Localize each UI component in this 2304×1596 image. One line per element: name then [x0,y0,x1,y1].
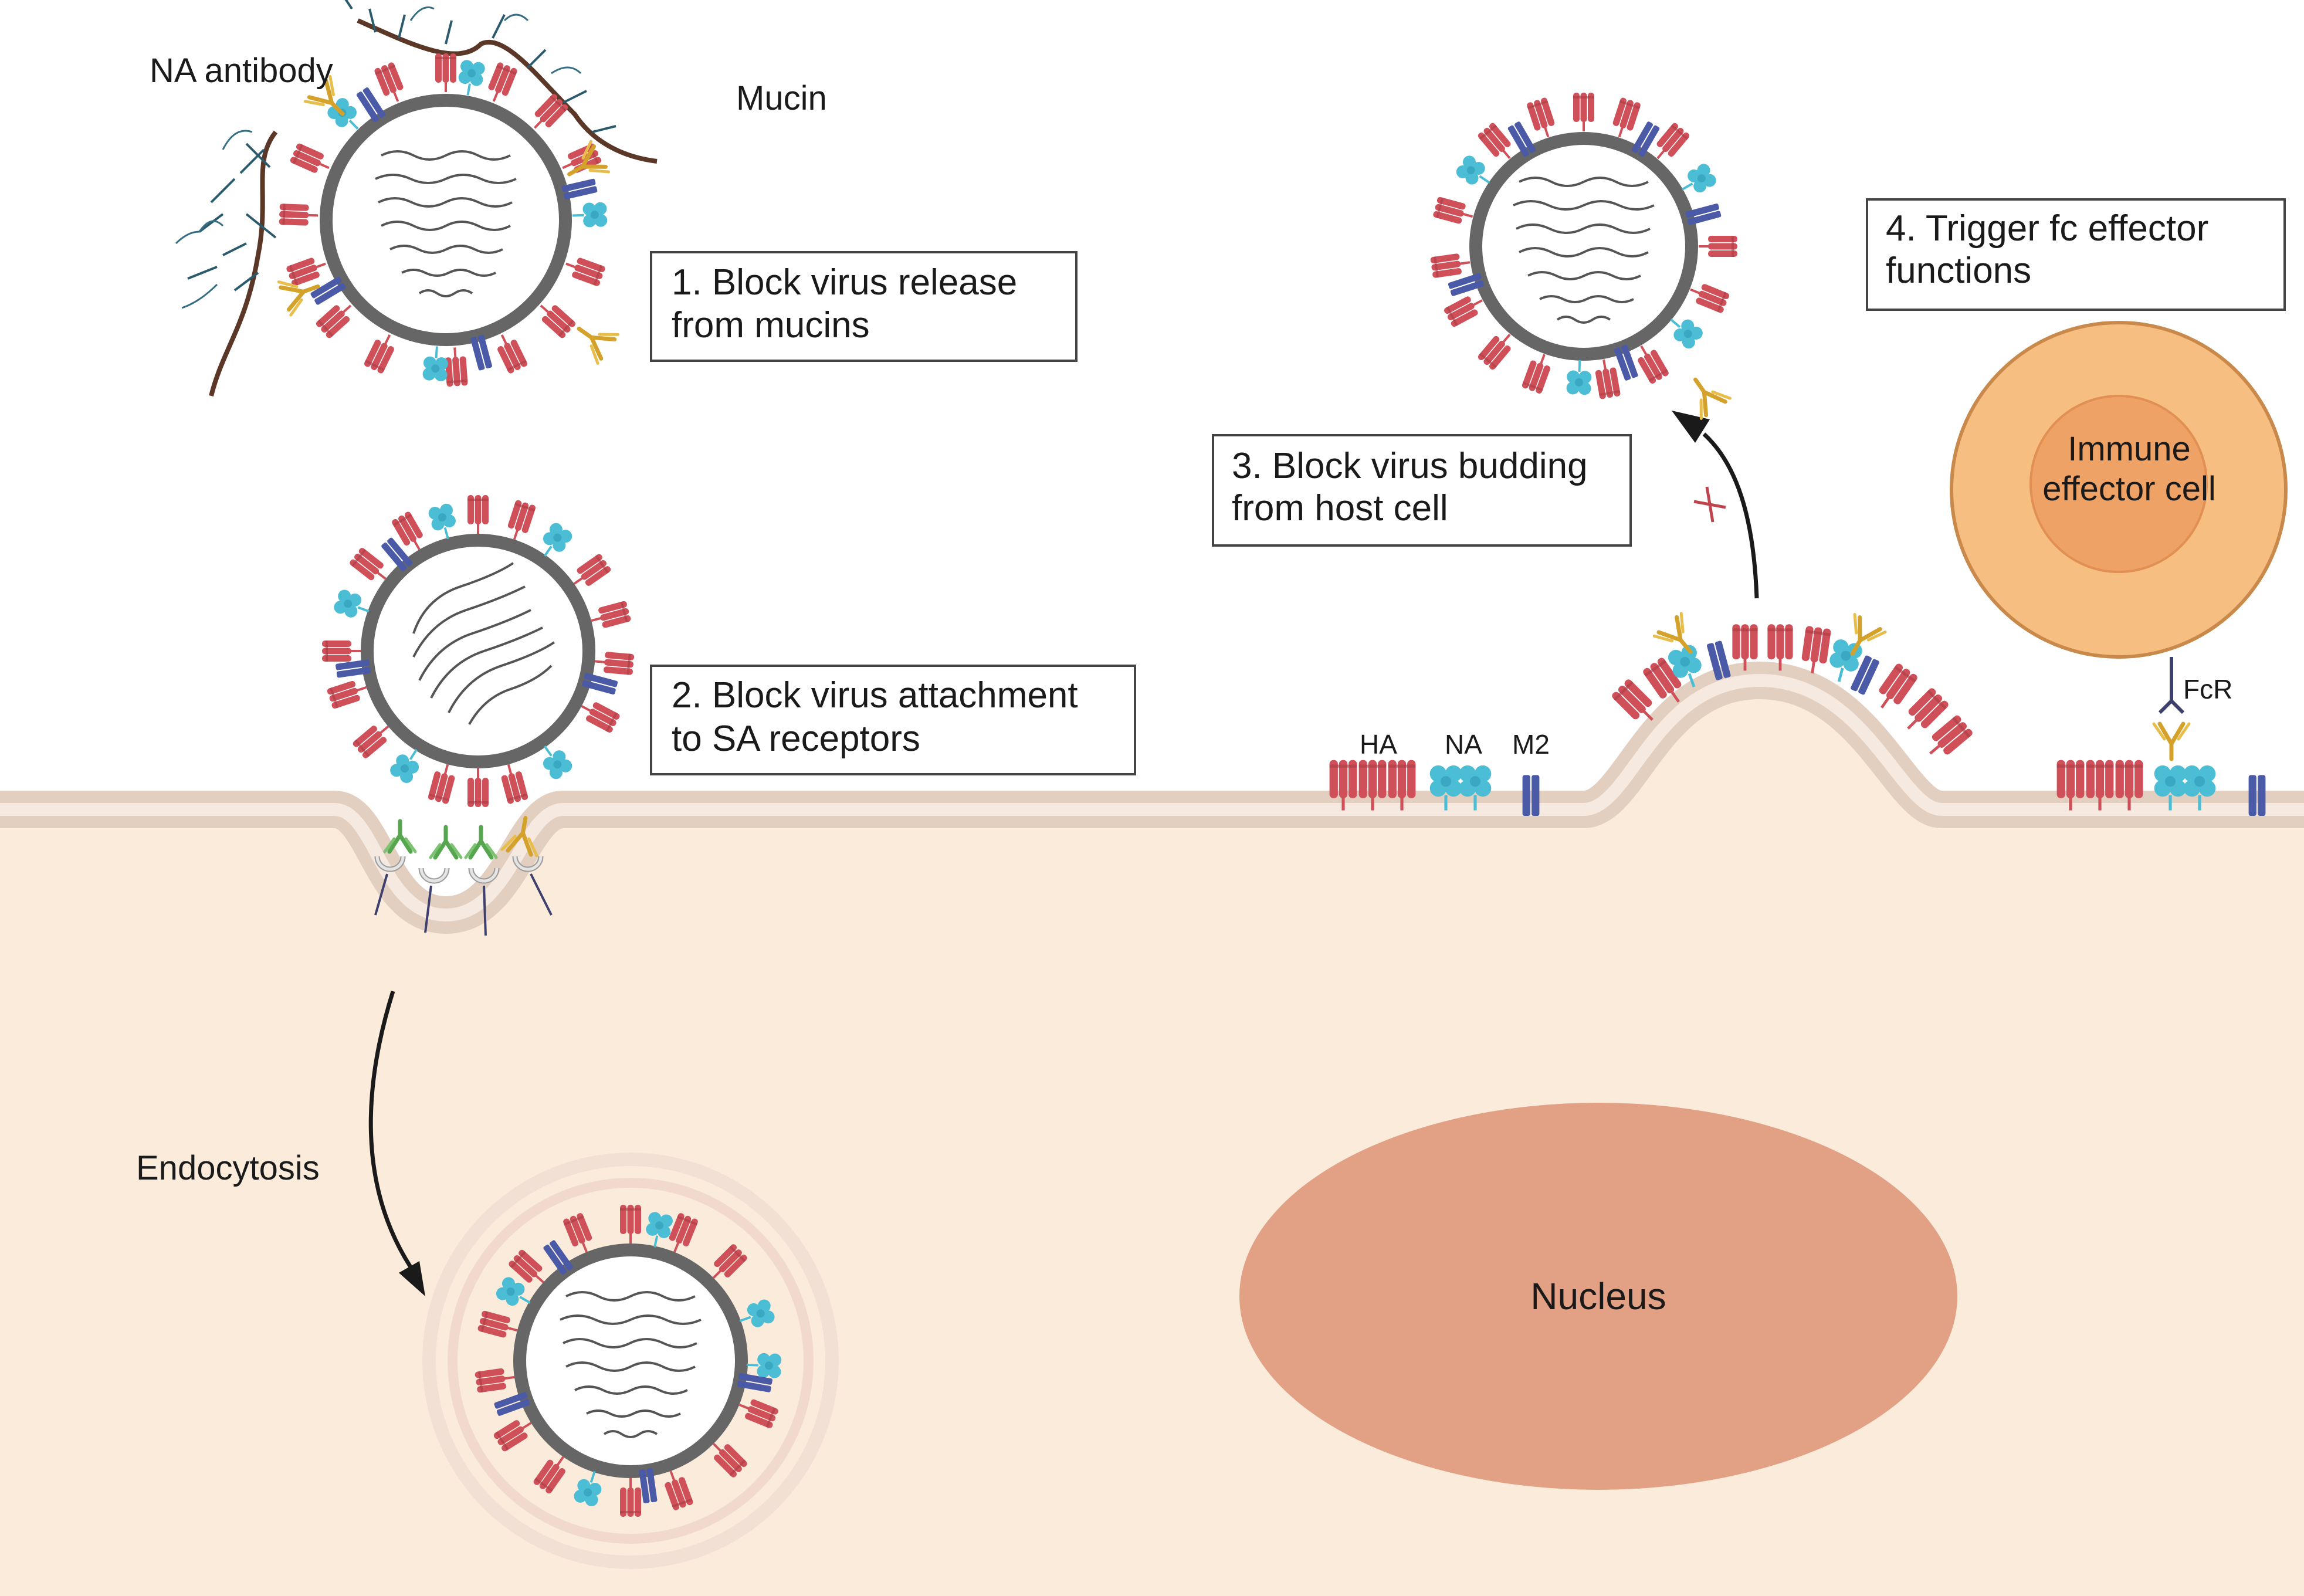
sa-receptors [374,815,553,936]
fcr-label: FcR [2183,674,2232,704]
fc-receptor [2154,657,2189,759]
step-box-2: 2. Block virus attachment to SA receptor… [650,665,1136,775]
nucleus-label: Nucleus [1530,1275,1666,1317]
m2-label: M2 [1512,729,1550,760]
virus-particle-mucin [175,0,658,397]
virus-particle-attachment [322,495,635,807]
nucleus: Nucleus [1239,1103,1957,1490]
immune-cell-label-line1: Immune [2068,430,2191,468]
virus-particle-budded [1430,93,1737,419]
step-box-3: 3. Block virus budding from host cell [1212,434,1632,547]
na-antibody-label: NA antibody [150,52,333,90]
step-2-line2: to SA receptors [672,719,920,759]
blocked-x-icon [1693,486,1726,523]
endosome-vesicle [422,1153,839,1569]
endocytosis-label: Endocytosis [136,1149,320,1187]
mucin-strand-left [175,130,278,397]
step-3-line2: from host cell [1232,488,1448,528]
step-box-4: 4. Trigger fc effector functions [1866,198,2286,311]
step-2-line1: 2. Block virus attachment [672,675,1078,716]
host-cell-membrane [0,661,2304,934]
step-1-line2: from mucins [672,305,870,345]
endocytosis-arrow [368,990,425,1296]
mucin-strand-right [344,0,658,164]
step-3-line1: 3. Block virus budding [1232,446,1588,486]
immune-effector-cell: Immune effector cell [1950,321,2288,659]
step-4-line1: 4. Trigger fc effector [1886,208,2208,249]
step-1-line1: 1. Block virus release [672,262,1017,303]
step-box-1: 1. Block virus release from mucins [650,251,1078,362]
ha-label: HA [1360,729,1397,760]
na-label: NA [1445,729,1482,760]
step-4-line2: functions [1886,250,2031,291]
immune-cell-label-line2: effector cell [2042,470,2216,508]
mucin-label: Mucin [736,79,827,117]
